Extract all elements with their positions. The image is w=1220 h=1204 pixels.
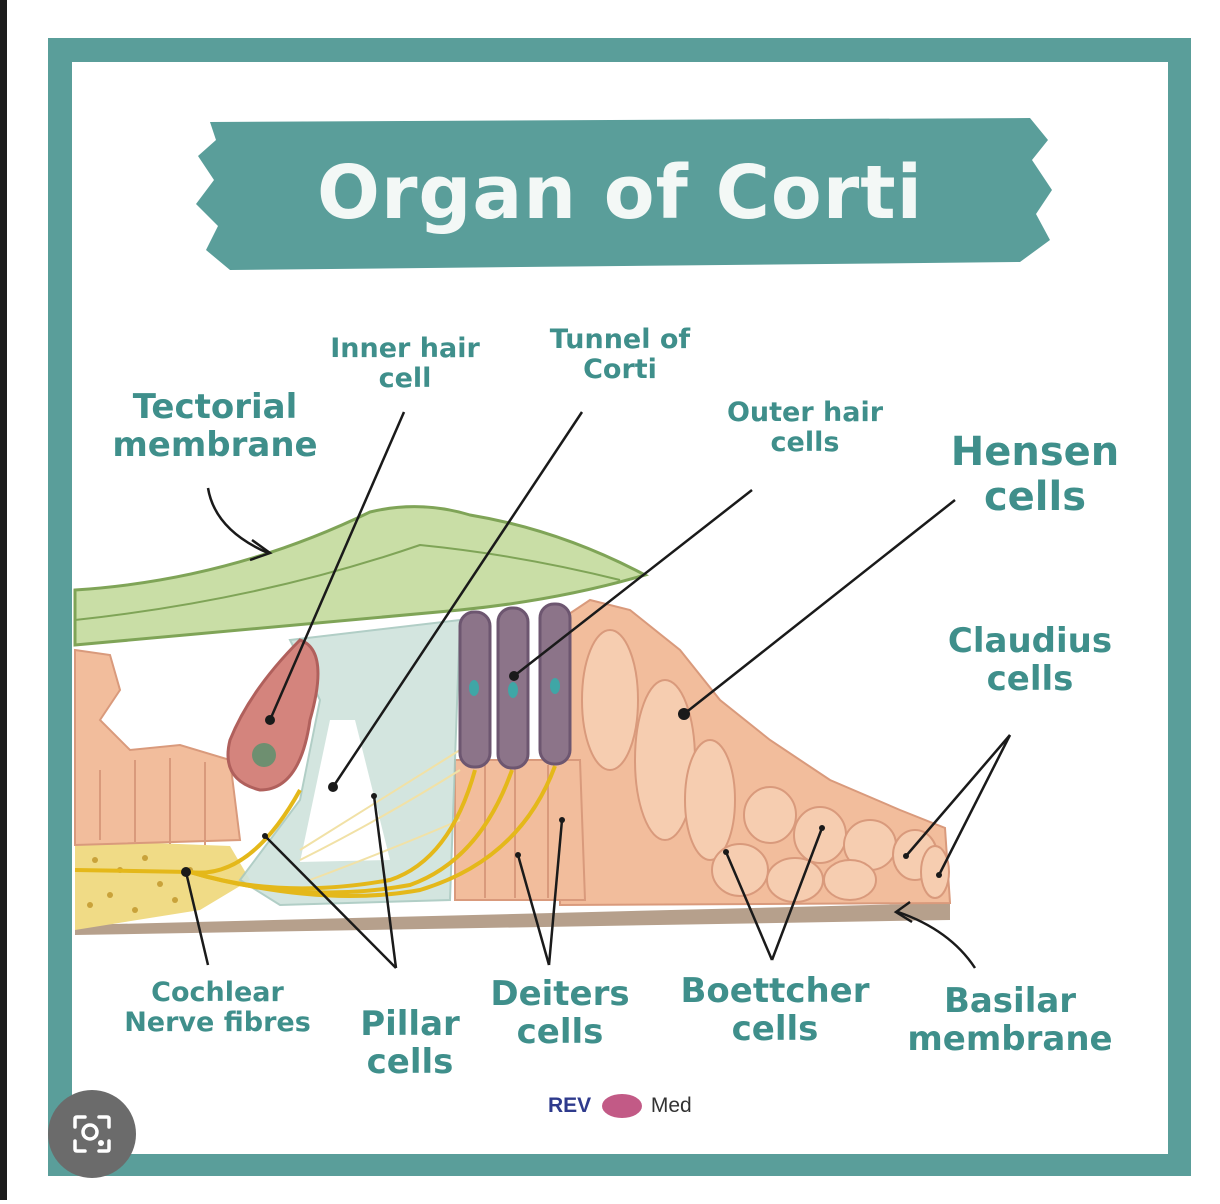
label-claudius-cells: Claudius cells (947, 621, 1113, 700)
lens-search-icon[interactable] (48, 1090, 136, 1178)
tectorial-membrane (73, 505, 649, 647)
label-hensen-cells: Hensen cells (950, 429, 1120, 520)
label-boettcher-cells: Boettcher cells (680, 971, 870, 1050)
inner-sulcus-cells (74, 648, 242, 847)
leader-dots (181, 671, 942, 878)
lens-glyph (73, 1115, 111, 1153)
tunnel-of-corti (300, 720, 390, 862)
basilar-membrane (75, 903, 950, 935)
brand-med: Med (650, 1094, 692, 1117)
brand-mascot (602, 1094, 642, 1118)
label-tectorial-membrane: Tectorial membrane (112, 387, 318, 466)
label-cochlear-nerve-fibres: Cochlear Nerve fibres (124, 977, 311, 1039)
window-edge (0, 0, 7, 1200)
cochlear-nerve-fibres (74, 765, 557, 898)
label-deiters-cells: Deiters cells (490, 974, 630, 1053)
brand-rev: REV (548, 1094, 592, 1117)
label-basilar-membrane: Basilar membrane (907, 981, 1113, 1060)
label-pillar-cells: Pillar cells (360, 1004, 460, 1083)
brand-logo: REV Med (548, 1094, 692, 1118)
leader-lines (184, 411, 1012, 969)
label-tunnel-of-corti: Tunnel of Corti (549, 324, 691, 386)
diagram-title: Organ of Corti (317, 150, 923, 236)
label-inner-hair-cell: Inner hair cell (330, 333, 480, 395)
title-banner (196, 118, 1052, 270)
label-outer-hair-cells: Outer hair cells (726, 397, 884, 459)
